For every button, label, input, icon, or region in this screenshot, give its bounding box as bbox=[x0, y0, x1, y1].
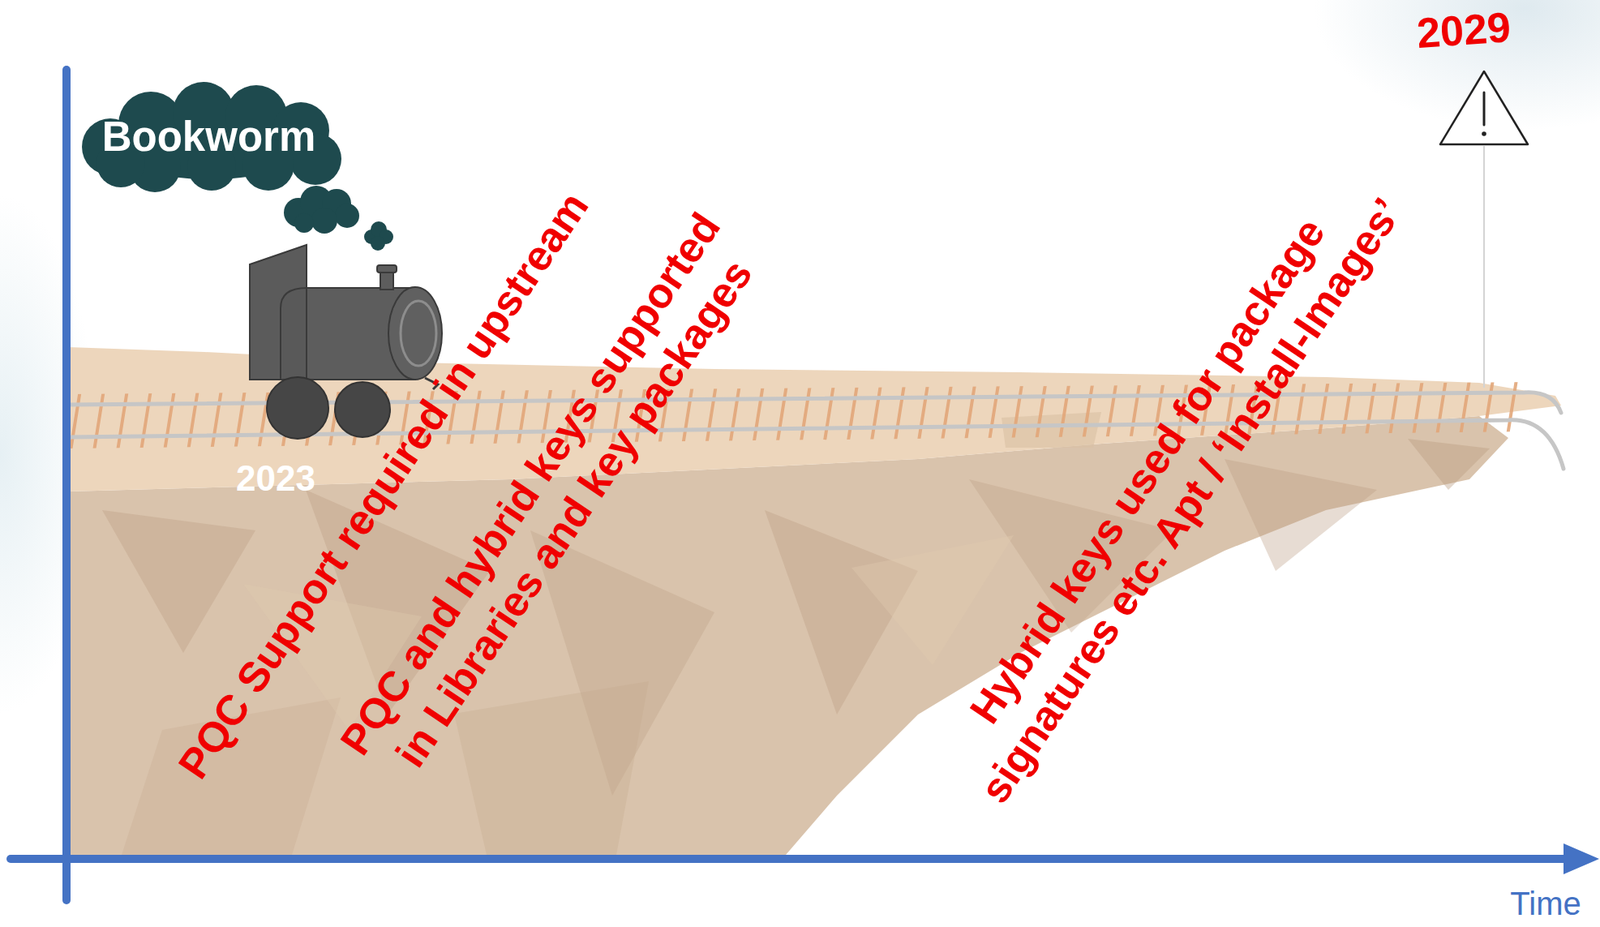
rock-facet bbox=[1407, 438, 1490, 490]
deadline-line bbox=[1483, 145, 1485, 388]
axis-arrowhead bbox=[1563, 843, 1600, 875]
smoke-puff bbox=[364, 221, 394, 251]
smoke-blob bbox=[311, 207, 338, 234]
wheel bbox=[266, 377, 329, 439]
time-axis bbox=[10, 854, 1570, 863]
start-year: 2023 bbox=[186, 458, 365, 500]
cloud-label: Bookworm bbox=[102, 114, 317, 160]
locomotive-boiler-rear bbox=[280, 287, 307, 380]
wheel bbox=[334, 381, 391, 438]
boiler-door bbox=[400, 300, 437, 366]
warning-dot bbox=[1481, 131, 1487, 137]
warning-triangle bbox=[1440, 71, 1528, 145]
locomotive-cab bbox=[249, 244, 307, 380]
smoke-cloud: Bookworm bbox=[73, 81, 344, 193]
deadline-year: 2029 bbox=[1372, 0, 1555, 61]
y-axis bbox=[62, 69, 71, 901]
smoke-blob bbox=[370, 235, 386, 251]
smoke-blob bbox=[334, 203, 360, 228]
rock-facet bbox=[102, 510, 256, 653]
smoke-blob bbox=[294, 213, 314, 233]
chimney-cap bbox=[377, 265, 397, 273]
axis-label: Time bbox=[1480, 885, 1600, 922]
rock-facet bbox=[454, 681, 649, 855]
rock-facet bbox=[851, 535, 1014, 665]
smoke-puff bbox=[283, 185, 360, 234]
warning-bar bbox=[1483, 92, 1486, 125]
rock-facet bbox=[1224, 458, 1377, 571]
